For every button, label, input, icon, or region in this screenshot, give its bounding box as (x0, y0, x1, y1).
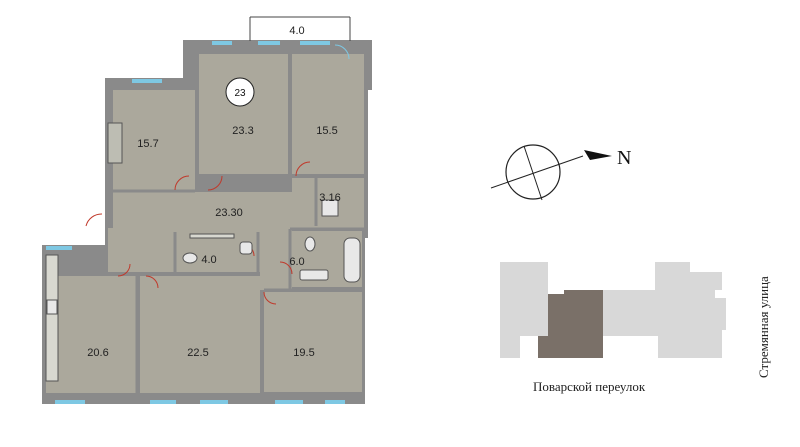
room-top-right (292, 54, 364, 174)
street-name-right: Стремянная улица (756, 276, 771, 378)
neighbor-building (603, 262, 726, 358)
north-arrow-icon (584, 150, 612, 160)
window (46, 246, 72, 250)
room-area-label: 6.0 (289, 256, 304, 268)
street-name-bottom: Поварской переулок (533, 379, 646, 394)
room-bottom-center (140, 276, 260, 393)
window (212, 41, 232, 45)
apartment-number-badge (225, 77, 255, 107)
door-arc (145, 275, 159, 289)
door-arc (85, 213, 103, 227)
balcony-door (334, 44, 350, 60)
floor-plan: 15.7 23.3 15.5 23.30 3.16 4.0 6.0 20.6 2… (42, 16, 372, 404)
window (150, 400, 176, 404)
interior-walls (44, 54, 364, 394)
door-arc (295, 161, 311, 177)
window (275, 400, 303, 404)
kitchen-counter (45, 254, 59, 382)
sink-icon (239, 241, 253, 255)
toilet-icon (304, 236, 316, 252)
room-area-label: 23.3 (232, 125, 253, 137)
windows (46, 41, 345, 404)
window (55, 400, 85, 404)
room-area-label: 22.5 (187, 347, 208, 359)
room-area-label: 15.7 (137, 138, 158, 150)
window (258, 41, 280, 45)
bathtub-icon (343, 237, 361, 283)
neighbor-building (500, 262, 560, 358)
north-label: N (617, 147, 631, 169)
window (200, 400, 228, 404)
room-bottom-right (264, 292, 362, 392)
room-area-label: 23.30 (215, 207, 243, 219)
room-area-label: 3.16 (319, 192, 340, 204)
compass: N (490, 144, 631, 201)
site-plan: Поварской переулок Стремянная улица (500, 262, 771, 394)
door-arc (279, 261, 293, 275)
door-arc (117, 263, 131, 277)
toilet-icon (182, 252, 198, 264)
room-area-label: 15.5 (316, 125, 337, 137)
washer-icon (321, 199, 339, 217)
window (132, 79, 162, 83)
fixtures (45, 122, 361, 382)
room-area-label: 4.0 (201, 254, 216, 266)
sink-icon (299, 269, 329, 281)
apartment-number: 23 (234, 88, 246, 99)
stove-icon (46, 299, 58, 315)
balcony (249, 16, 351, 41)
room-area-label: 20.6 (87, 347, 108, 359)
room-area-label: 19.5 (293, 347, 314, 359)
radiator (107, 122, 123, 164)
door-arc (263, 291, 277, 305)
room-bottom-left (46, 276, 136, 393)
window (325, 400, 345, 404)
room-top-center (199, 54, 288, 174)
door-arc (174, 175, 190, 191)
balcony-dimension: 4.0 (289, 25, 304, 37)
wc-shelf (189, 233, 235, 239)
compass-circle (505, 144, 561, 200)
door-arc (207, 175, 223, 191)
highlighted-building (538, 290, 603, 358)
room-top-left (113, 90, 195, 190)
window (300, 41, 330, 45)
